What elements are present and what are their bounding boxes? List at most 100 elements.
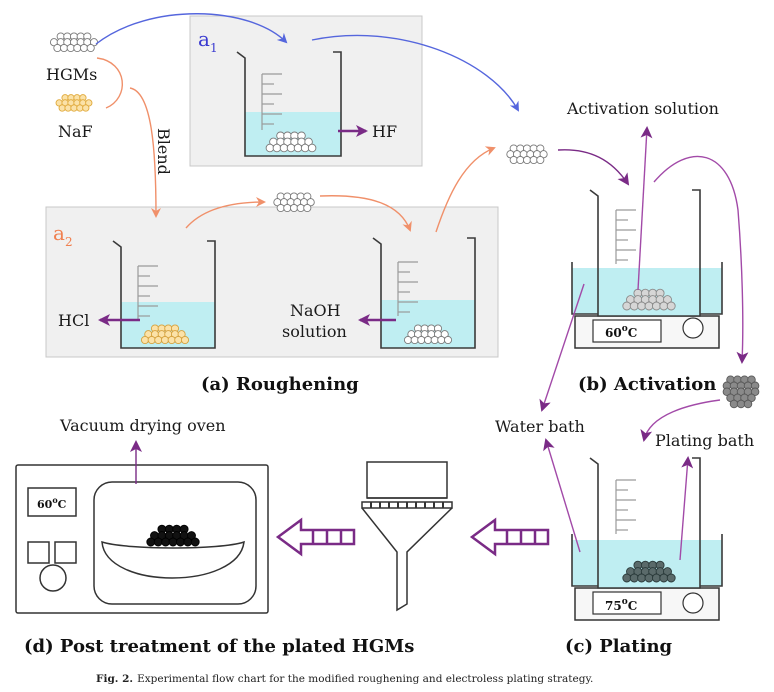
hollow-arrow-icon xyxy=(469,517,550,557)
blue-arrow-a1-out xyxy=(311,34,519,112)
particle xyxy=(175,537,185,547)
particle xyxy=(403,335,413,345)
blend-bracket xyxy=(96,57,123,109)
particle xyxy=(289,203,299,213)
hollow-arrow-icon xyxy=(275,517,356,557)
particle xyxy=(303,203,312,213)
particle xyxy=(147,335,156,345)
particle xyxy=(168,537,178,547)
particle xyxy=(417,335,426,345)
title-plating: (c) Plating xyxy=(565,636,673,657)
particle xyxy=(58,104,66,112)
water-bath-arrow-activation xyxy=(539,283,585,412)
particle xyxy=(59,43,69,53)
blend-particles xyxy=(140,324,190,345)
funnel-filter-icon xyxy=(361,461,453,612)
title-activation: (b) Activation xyxy=(578,374,716,395)
particle xyxy=(666,301,676,311)
orange-arrow-3 xyxy=(435,146,496,233)
naf-particles xyxy=(55,94,93,112)
hot-plate-icon: 60oC xyxy=(571,262,723,349)
particle xyxy=(651,573,661,583)
particle xyxy=(153,537,163,547)
particle xyxy=(629,301,639,311)
particle xyxy=(659,301,669,311)
particle xyxy=(265,143,275,153)
particle xyxy=(64,104,72,112)
particle xyxy=(651,301,661,311)
particle xyxy=(73,43,82,53)
naoh-label-line2: solution xyxy=(282,322,347,341)
blue-arrow-to-a1 xyxy=(95,13,288,45)
vacuum-oven-icon xyxy=(15,464,269,614)
particle xyxy=(180,335,190,345)
particle xyxy=(279,143,289,153)
particle xyxy=(430,335,439,345)
particle xyxy=(750,387,760,397)
particle xyxy=(76,104,84,112)
a1-label: a1 xyxy=(198,27,218,55)
orange-arrow-blend xyxy=(129,87,161,218)
particle xyxy=(86,43,95,53)
naoh-label-line1: NaOH xyxy=(290,301,341,320)
water-bath-label: Water bath xyxy=(495,417,585,436)
activation-arrow xyxy=(637,126,653,291)
hgm-particles xyxy=(49,32,99,53)
particle xyxy=(66,43,75,53)
purple-arrow-activation-out xyxy=(653,155,749,364)
particle xyxy=(154,335,163,345)
particle xyxy=(161,537,171,547)
activated-particles xyxy=(722,375,760,409)
particle xyxy=(423,335,433,345)
particle xyxy=(622,573,632,583)
particle xyxy=(190,537,200,547)
purple-arrow-to-plating xyxy=(640,399,721,442)
purple-arrow-to-activation xyxy=(557,149,630,186)
particle xyxy=(53,43,62,53)
particle xyxy=(522,155,532,165)
particle xyxy=(82,104,90,112)
a2-label: a2 xyxy=(53,221,73,249)
particle xyxy=(529,155,538,165)
particle xyxy=(79,43,89,53)
particle xyxy=(644,573,654,583)
blend-label: Blend xyxy=(154,128,173,175)
particle xyxy=(629,573,639,583)
particle xyxy=(300,143,310,153)
particle xyxy=(183,537,193,547)
svg-text:60oC: 60oC xyxy=(605,324,637,340)
title-roughening: (a) Roughening xyxy=(201,374,359,395)
particle xyxy=(637,573,647,583)
oven-temp-readout: 60oC xyxy=(37,495,67,511)
plating-bath-label: Plating bath xyxy=(655,431,754,450)
particle xyxy=(272,143,282,153)
hcl-label: HCl xyxy=(58,311,89,330)
hgms-label: HGMs xyxy=(46,65,97,84)
svg-text:75oC: 75oC xyxy=(605,597,637,613)
particle xyxy=(637,301,647,311)
orange-arrow-2 xyxy=(319,195,412,232)
activation-solution-label: Activation solution xyxy=(566,99,719,118)
particle xyxy=(644,301,654,311)
water-bath-arrow-plating xyxy=(543,438,581,553)
particle xyxy=(437,335,446,345)
plated-particles xyxy=(146,524,200,547)
particle xyxy=(293,143,303,153)
particle xyxy=(516,155,525,165)
plating-bath-arrow xyxy=(679,456,694,561)
particle xyxy=(276,203,285,213)
figure-caption: Fig. 2.Experimental flow chart for the m… xyxy=(96,673,593,685)
funnel-holes xyxy=(370,502,444,508)
orange-arrow-1 xyxy=(185,197,266,229)
particle xyxy=(296,203,305,213)
vacuum-drying-oven-label: Vacuum drying oven xyxy=(59,416,226,435)
particle xyxy=(174,335,183,345)
particle xyxy=(307,143,317,153)
particle xyxy=(666,573,676,583)
plated-particles xyxy=(622,560,676,583)
hgm-particles xyxy=(506,144,548,165)
particle xyxy=(443,335,453,345)
particle xyxy=(729,399,739,409)
particle xyxy=(140,335,150,345)
